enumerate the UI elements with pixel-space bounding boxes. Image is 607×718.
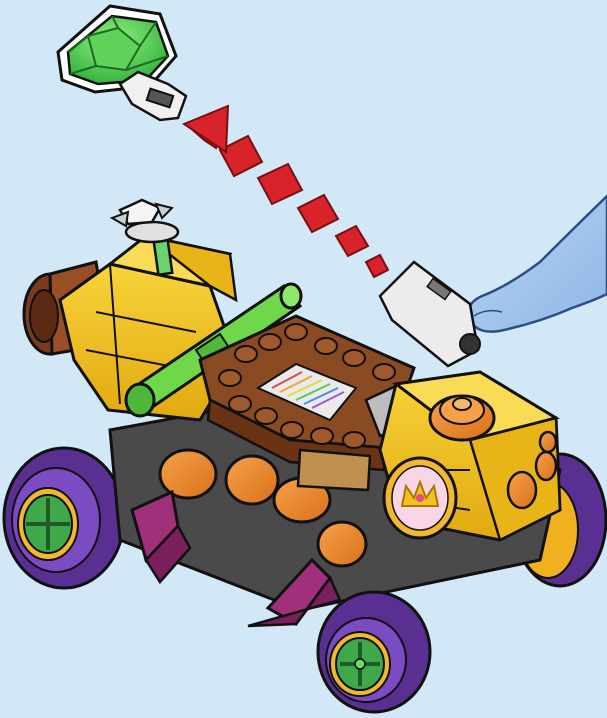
peach-crown-emblem-icon [384,458,456,538]
launcher-part-icon [380,262,480,366]
pointing-finger-icon [469,196,607,332]
green-shell-icon [58,6,186,120]
lego-kart-icon [4,200,606,712]
front-yellow-block [380,372,560,540]
rear-left-wheel [4,448,124,588]
front-wheel [318,592,430,712]
